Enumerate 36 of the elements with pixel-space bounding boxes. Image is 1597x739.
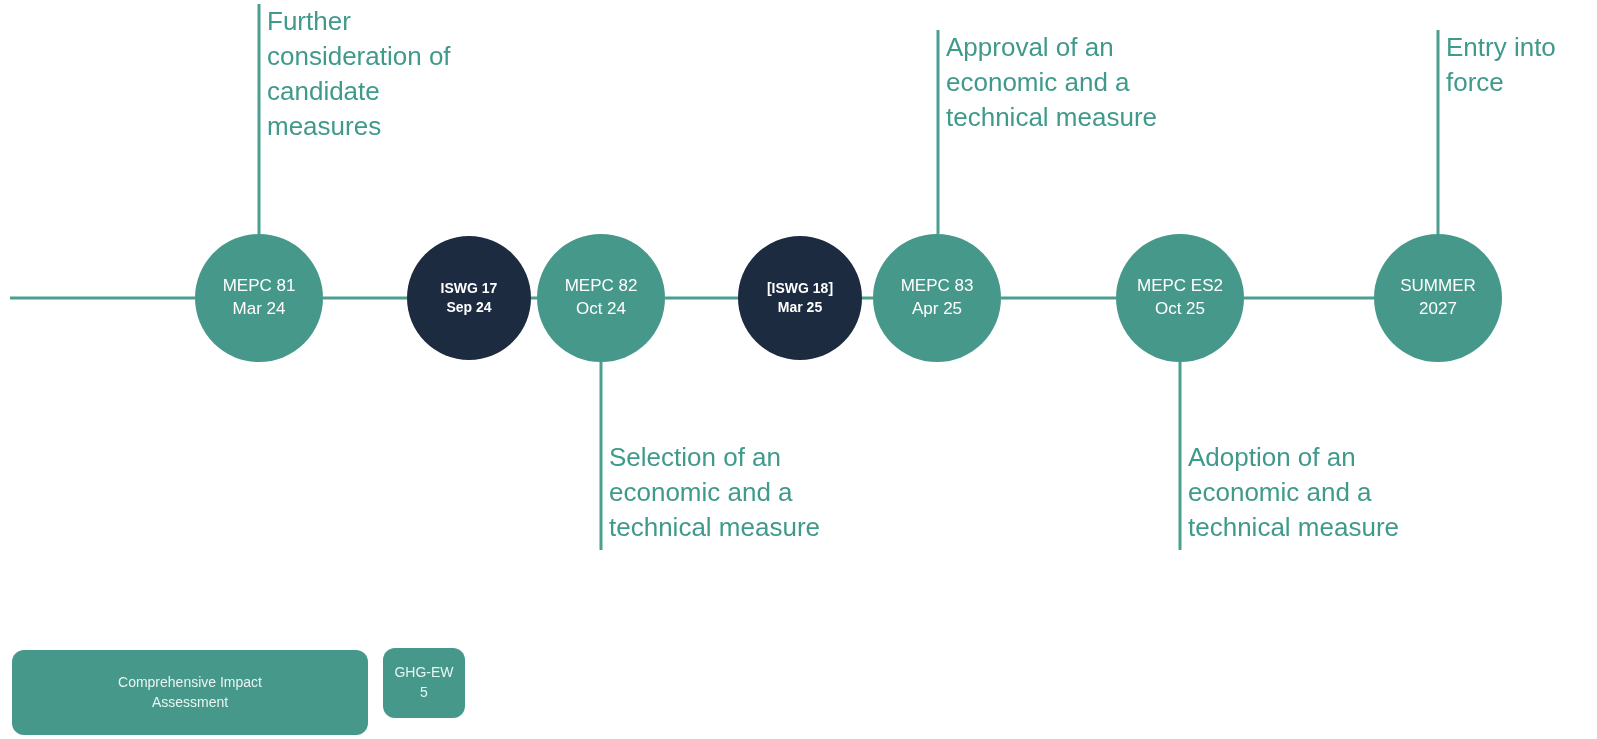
milestone-label: Mar 24 (232, 298, 286, 320)
leader-line (599, 362, 603, 550)
timeline-line (862, 296, 873, 300)
timeline-line (531, 296, 537, 300)
milestone-note: Selection of an economic and a technical measure (609, 440, 889, 545)
timeline-line (323, 296, 407, 300)
milestone-label: [ISWG 18] (766, 279, 834, 298)
timeline-line (10, 296, 195, 300)
milestone-label: Sep 24 (446, 298, 492, 317)
timeline-line (1244, 296, 1374, 300)
milestone-label: MEPC 81 (222, 275, 296, 298)
milestone-label: Oct 25 (1154, 298, 1206, 320)
milestone-label: MEPC 83 (900, 275, 974, 298)
milestone-note: Approval of an economic and a technical measure (946, 30, 1226, 135)
phase-panel (12, 650, 368, 735)
leader-line (936, 30, 940, 234)
milestone-label: MEPC ES2 (1137, 275, 1223, 298)
phase-label: Comprehensive Impact Assessment (117, 672, 263, 712)
milestone-note: Entry into force (1446, 30, 1596, 100)
milestone-label: Oct 24 (575, 298, 627, 320)
phase-label: 5 (420, 683, 428, 702)
milestone-label: Mar 25 (777, 298, 823, 317)
milestone-label: ISWG 17 (440, 279, 498, 298)
timeline-line (1001, 296, 1116, 300)
leader-line (257, 4, 261, 234)
milestone-note: Adoption of an economic and a technical measure (1188, 440, 1468, 545)
leader-line (1436, 30, 1440, 234)
milestone-note: Further consideration of candidate measures (267, 4, 482, 144)
phase-panel (383, 648, 465, 718)
milestone-label: 2027 (1419, 298, 1457, 320)
timeline-line (665, 296, 738, 300)
phase-label: GHG-EW (394, 663, 454, 683)
milestone-label: MEPC 82 (564, 275, 638, 298)
leader-line (1178, 362, 1182, 550)
milestone-label: SUMMER (1400, 275, 1476, 298)
milestone-label: Apr 25 (911, 298, 963, 320)
